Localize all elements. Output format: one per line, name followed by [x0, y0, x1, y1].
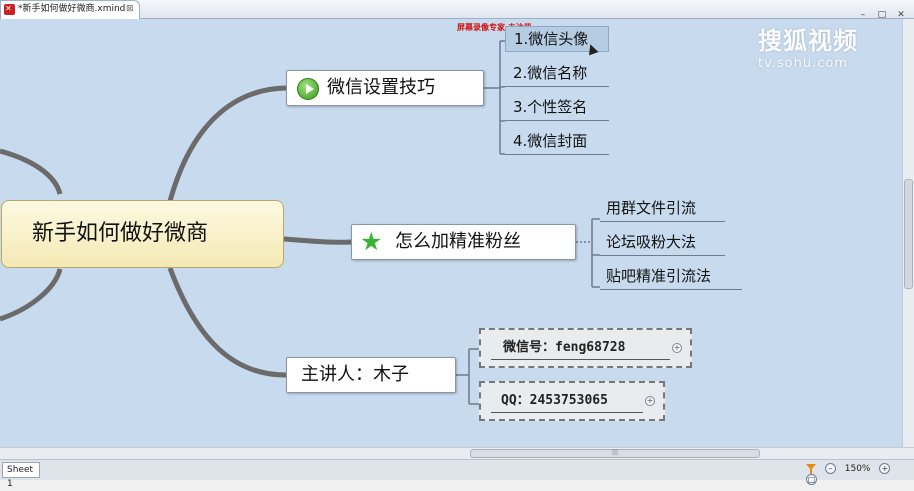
maximize-button[interactable]: □ [877, 10, 887, 20]
recorder-watermark: 屏幕录像专家 未注册 [457, 23, 532, 32]
topic-add-fans[interactable]: ★ 怎么加精准粉丝 [351, 224, 576, 260]
zoom-level[interactable]: 150% [844, 463, 871, 474]
subtopic-avatar[interactable]: 1.微信头像 [505, 26, 609, 52]
vertical-scroll-thumb[interactable] [904, 179, 913, 289]
qq-text: QQ：2453753065 [501, 393, 608, 408]
window-controls: – □ ✕ [856, 2, 908, 20]
underline-divider [491, 359, 670, 360]
filter-icon[interactable] [806, 463, 816, 474]
xmind-file-icon [4, 0, 15, 17]
document-tab[interactable]: *新手如何做好微商.xmind ⊠ [0, 0, 140, 19]
expand-plus-icon[interactable]: + [672, 343, 682, 353]
subtopic-group-files[interactable]: 用群文件引流 [600, 196, 725, 222]
subtopic-forum[interactable]: 论坛吸粉大法 [600, 230, 725, 256]
zoom-out-button[interactable]: – [824, 463, 836, 474]
minimize-button[interactable]: – [860, 10, 866, 20]
mindmap-canvas[interactable]: 屏幕录像专家 未注册 搜狐视频 tv.sohu.com 新手如何做好微商 微信设… [0, 19, 902, 447]
expand-plus-icon[interactable]: + [645, 396, 655, 406]
topic-wechat-settings[interactable]: 微信设置技巧 [286, 70, 484, 106]
mindmap-connectors [0, 40, 600, 405]
zoom-in-button[interactable]: + [879, 463, 891, 474]
close-tab-icon[interactable]: ⊠ [126, 4, 134, 14]
sheet-tab[interactable]: Sheet 1 [2, 462, 40, 489]
underline-divider [491, 412, 643, 413]
topic-label: 微信设置技巧 [327, 77, 435, 98]
topic-label: 怎么加精准粉丝 [395, 231, 521, 252]
floating-topic-wechat-id[interactable]: 微信号：feng68728 + [479, 328, 692, 368]
floating-topic-qq[interactable]: QQ：2453753065 + [479, 381, 665, 421]
editor-tab-bar: *新手如何做好微商.xmind ⊠ – □ ✕ [0, 0, 914, 20]
horizontal-scroll-thumb[interactable]: ||| [470, 449, 760, 458]
document-tab-title: *新手如何做好微商.xmind [18, 4, 126, 14]
topic-label: 主讲人：木子 [301, 364, 409, 385]
zoom-controls: – 150% + ▢ [806, 463, 914, 485]
subtopic-cover[interactable]: 4.微信封面 [505, 129, 609, 155]
sohu-video-logo: 搜狐视频 tv.sohu.com [758, 21, 888, 77]
status-bar: Sheet 1 – 150% + ▢ [0, 459, 914, 489]
logo-url: tv.sohu.com [758, 56, 849, 71]
subtopic-tieba[interactable]: 贴吧精准引流法 [600, 264, 742, 290]
star-icon: ★ [360, 227, 383, 256]
topic-speaker[interactable]: 主讲人：木子 [286, 357, 456, 393]
central-topic[interactable]: 新手如何做好微商 [1, 200, 284, 268]
horizontal-scrollbar[interactable]: ||| [0, 447, 914, 459]
subtopic-name[interactable]: 2.微信名称 [505, 61, 609, 87]
subtopic-signature[interactable]: 3.个性签名 [505, 95, 609, 121]
close-window-button[interactable]: ✕ [897, 10, 905, 20]
wechat-id-text: 微信号：feng68728 [503, 340, 626, 355]
play-icon [297, 78, 319, 100]
vertical-scrollbar[interactable] [902, 19, 914, 447]
logo-text: 搜狐视频 [758, 27, 858, 55]
